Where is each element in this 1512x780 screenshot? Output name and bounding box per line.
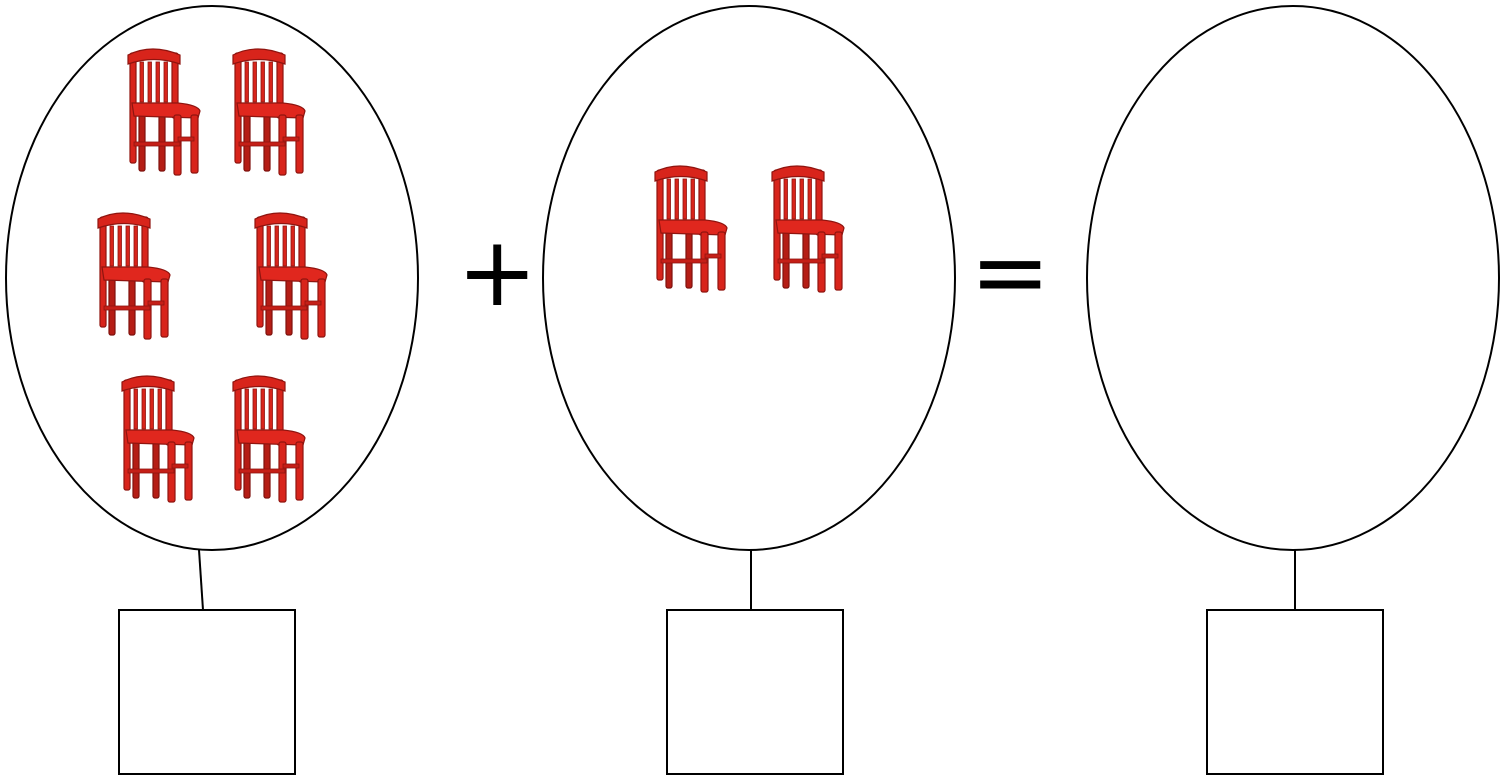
group-2-oval — [542, 5, 956, 551]
chair-icon — [97, 212, 171, 340]
group-result-answer-box[interactable] — [1206, 609, 1384, 775]
equals-sign: = — [970, 216, 1051, 328]
chair-icon — [127, 48, 201, 176]
chair-icon — [232, 375, 306, 503]
group-result-oval[interactable] — [1086, 5, 1500, 551]
chair-icon — [654, 165, 728, 293]
chair-icon — [771, 165, 845, 293]
group-1-answer-box[interactable] — [118, 609, 296, 775]
group-1-connector — [198, 549, 204, 611]
group-1-oval — [5, 5, 419, 551]
chair-icon — [232, 48, 306, 176]
group-2-answer-box[interactable] — [666, 609, 844, 775]
plus-sign: + — [457, 216, 538, 328]
chair-icon — [121, 375, 195, 503]
chair-icon — [254, 212, 328, 340]
